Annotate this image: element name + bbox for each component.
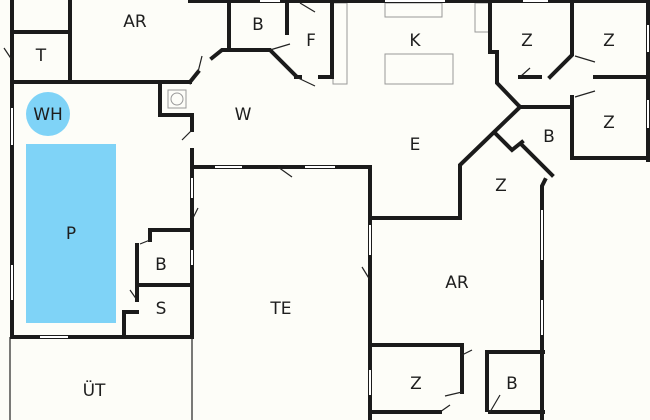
room-label-wh: WH (33, 105, 63, 125)
room-label-e: E (410, 135, 421, 155)
doors (3, 2, 596, 413)
room-label-z2: Z (603, 31, 615, 51)
whirlpool (26, 92, 70, 136)
windows (11, 0, 649, 395)
room-label-ar-top: AR (123, 12, 147, 32)
room-label-b-top: B (252, 15, 264, 35)
room-label-b-pool: B (155, 255, 167, 275)
room-label-z5: Z (410, 374, 422, 394)
room-label-z1: Z (521, 31, 533, 51)
room-label-z3: Z (603, 113, 615, 133)
room-label-te: TE (269, 299, 291, 319)
room-label-z4: Z (495, 176, 507, 196)
room-label-ar-bottom: AR (445, 273, 469, 293)
room-label-p: P (66, 224, 76, 244)
room-label-b-mid: B (543, 127, 555, 147)
room-label-f: F (306, 31, 316, 51)
room-label-w: W (235, 105, 252, 125)
pool (26, 144, 116, 323)
room-labels: AR T B F K Z Z WH W E B Z Z P B AR S TE … (33, 12, 615, 401)
room-label-b-bottom: B (506, 374, 518, 394)
room-label-ut: ÜT (83, 379, 106, 401)
room-label-s: S (156, 299, 167, 319)
room-label-k: K (409, 31, 421, 51)
room-label-t: T (35, 46, 47, 66)
